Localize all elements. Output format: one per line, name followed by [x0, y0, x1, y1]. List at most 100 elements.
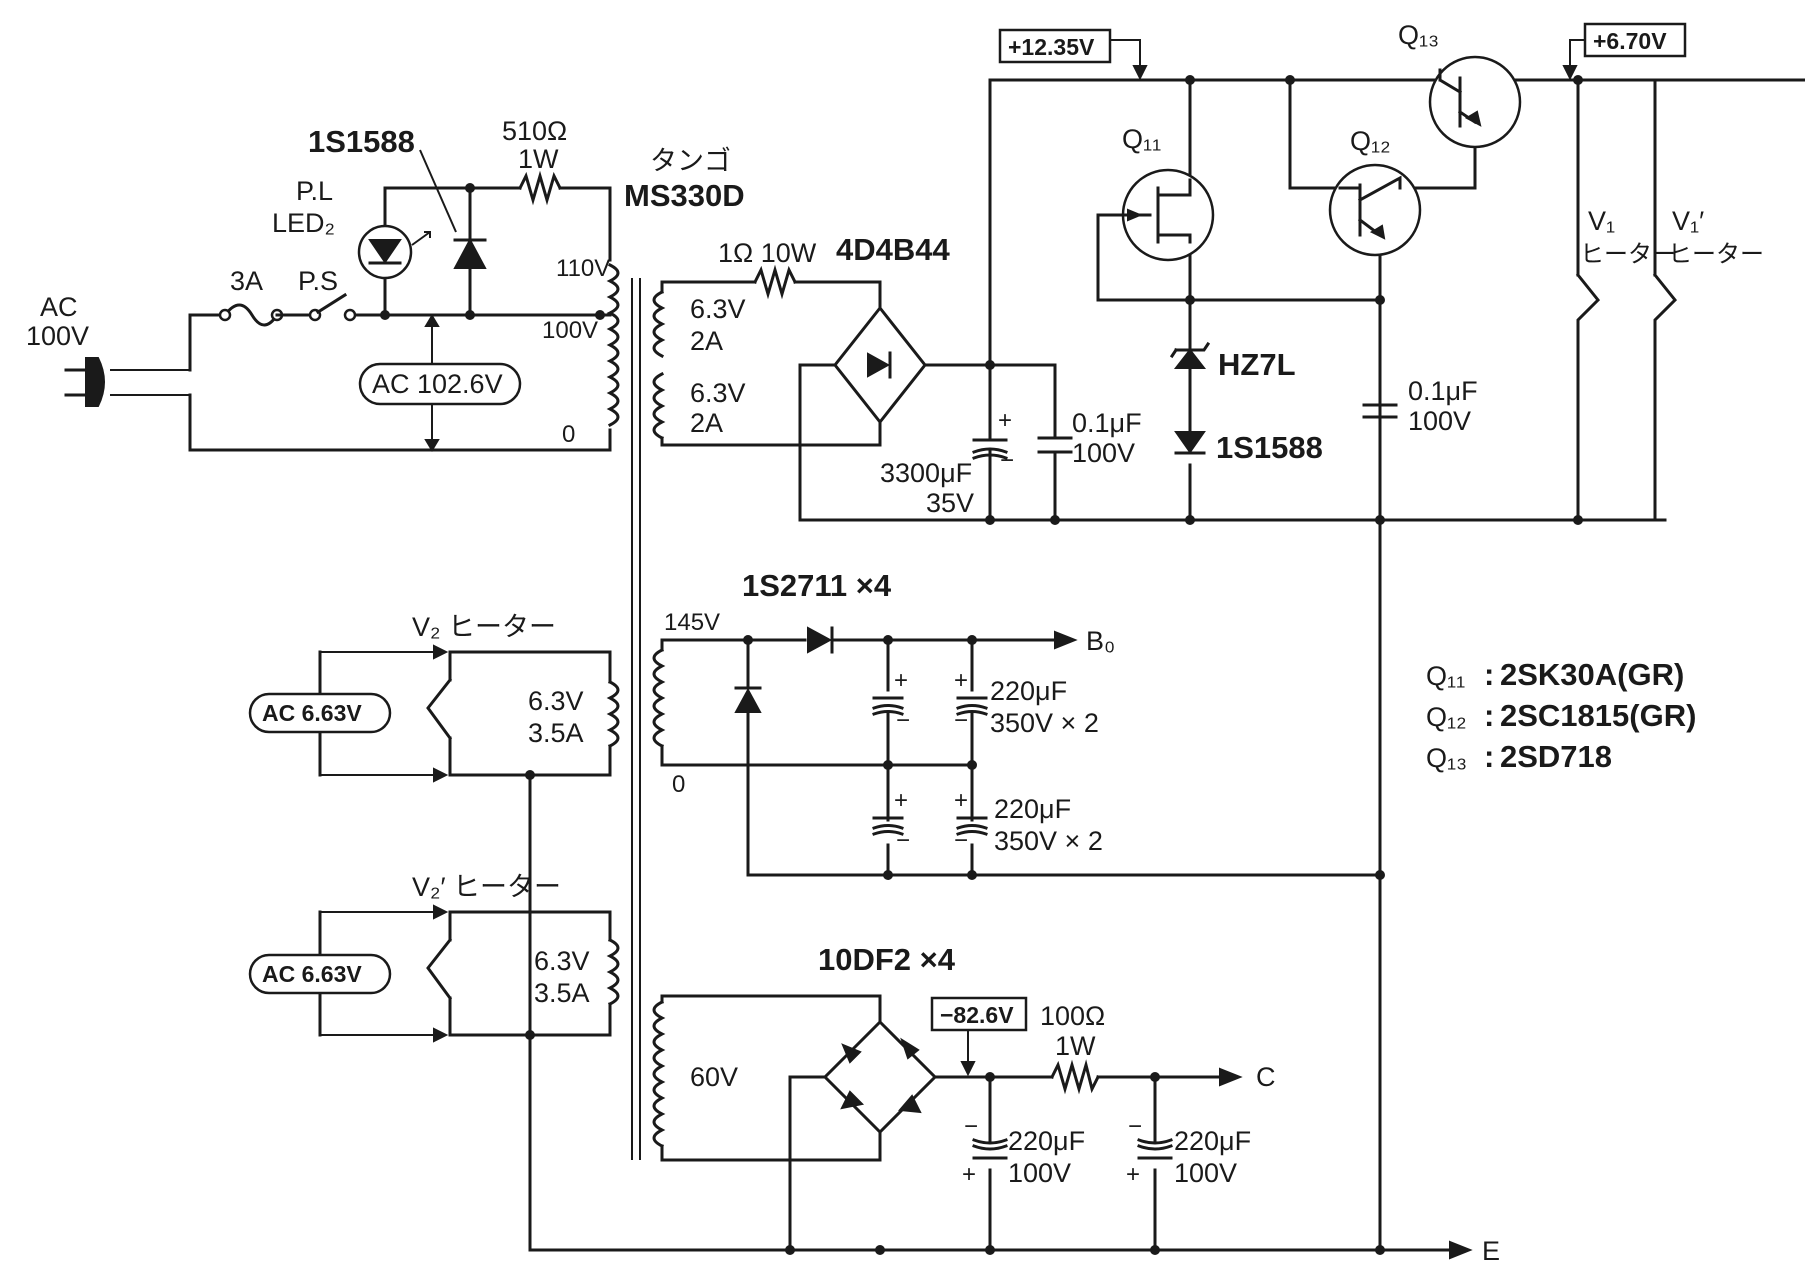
cap-b0-lower-2 [956, 816, 988, 836]
transformer-secondary-a [652, 289, 666, 441]
v2-heater-label: V₂ ヒーター [412, 612, 556, 642]
pilot-lamp-label-2: LED₂ [272, 208, 335, 238]
ac-663-a: AC 6.63V [262, 700, 362, 726]
cap-220-100-b-label-2: 100V [1174, 1158, 1237, 1188]
q11-label: Q₁₁ [1122, 124, 1161, 154]
v1p-heater-label-2: ヒーター [1668, 241, 1764, 268]
cap-b0-lower-1 [872, 816, 904, 836]
cap-01-a-label-1: 0.1μF [1072, 408, 1142, 438]
transistor-q13 [1428, 55, 1522, 149]
v-minus-826: −82.6V [940, 1002, 1014, 1028]
diode-1s2711-shunt [734, 686, 762, 713]
v2p-measure-arrows [248, 904, 449, 1043]
cap-220-350-b-label-1: 220μF [994, 794, 1071, 824]
v1p-heater-label-1: V₁′ [1672, 206, 1704, 236]
sec-b2-label-2: 3.5A [534, 978, 590, 1008]
ac-in-label-1: AC [40, 292, 78, 322]
cap-b0-polarity: + [894, 787, 908, 814]
cap-c-polarity: − [964, 1113, 978, 1140]
sec-b1-label-1: 6.3V [528, 686, 584, 716]
cap-b0-polarity: − [954, 827, 968, 854]
heater-output-wiring [1518, 78, 1657, 522]
tap-100-label: 100V [542, 317, 598, 344]
tap-60-label: 60V [690, 1062, 738, 1092]
ac-voltage-measure [358, 314, 522, 452]
ac-plug [64, 357, 190, 407]
sec-b2-label-1: 6.3V [534, 946, 590, 976]
pilot-lamp-label-1: P.L [296, 176, 333, 206]
legend-sep: : [1484, 739, 1494, 774]
cap-220-100-a-label-1: 220μF [1008, 1126, 1085, 1156]
fet-q11 [1118, 168, 1215, 262]
v1-heater-label-2: ヒーター [1580, 241, 1676, 268]
cap-01-b-label-1: 0.1μF [1408, 376, 1478, 406]
cap-01-a-label-2: 100V [1072, 438, 1135, 468]
resistor-1ohm [752, 264, 798, 300]
diode-1s2711-series [807, 626, 834, 654]
b0-output-arrow [1053, 630, 1078, 650]
callout-1235 [998, 28, 1148, 81]
cap-c-1 [972, 1138, 1008, 1160]
resistor-510-label-1: 510Ω [502, 116, 567, 146]
transistor-q12 [1328, 163, 1422, 257]
transformer-maker: タンゴ [650, 146, 731, 176]
cap-b0-polarity: − [896, 707, 910, 734]
led-diode-label: 1S1588 [308, 124, 415, 159]
sec-a2-label-1: 6.3V [690, 378, 746, 408]
transformer-core [631, 278, 641, 1160]
transformer-secondary-v2 [606, 679, 620, 749]
out-b0: B₀ [1086, 626, 1115, 656]
tap-145-label: 145V [664, 609, 720, 636]
bridge-rectifier-10df2 [822, 1019, 938, 1135]
ac-measured-label: AC 102.6V [372, 369, 503, 399]
cap-c-polarity: + [1126, 1161, 1140, 1188]
legend-ref: Q₁₂ [1426, 702, 1467, 732]
resistor-100-label-1: 100Ω [1040, 1001, 1105, 1031]
transformer-secondary-b0 [652, 647, 666, 749]
legend-sep: : [1484, 698, 1494, 733]
cap-01uf-b [1362, 391, 1398, 522]
v-plus-670: +6.70V [1593, 28, 1667, 54]
diodes-1s2711-label: 1S2711 ×4 [742, 568, 892, 603]
resistor-1ohm-label: 1Ω 10W [718, 238, 817, 268]
legend-part: 2SD718 [1500, 739, 1612, 774]
tap-0b-label: 0 [672, 771, 685, 798]
diode-1s1588-led [419, 149, 487, 317]
b0-wiring [660, 638, 1382, 877]
cap-01uf-a [1037, 418, 1073, 472]
tap-110-label: 110V [556, 255, 610, 282]
legend-part: 2SK30A(GR) [1500, 657, 1684, 692]
fuse-3a [218, 303, 284, 327]
out-e: E [1482, 1236, 1500, 1266]
transistor-legend: Q₁₁ : 2SK30A(GR) Q₁₂ : 2SC1815(GR) Q₁₃ :… [1426, 657, 1696, 774]
c-output-arrow [1219, 1067, 1243, 1087]
cap-c-polarity: − [1128, 1113, 1142, 1140]
zener-hz7l [1169, 341, 1211, 432]
transformer-secondary-c [652, 999, 666, 1149]
cap-3300-label-2: 35V [926, 488, 974, 518]
legend-ref: Q₁₃ [1426, 743, 1467, 773]
heater-v1p-symbol [1652, 272, 1678, 347]
bridge-rectifier-4d4b44 [833, 305, 927, 425]
cap-minus: − [1000, 447, 1014, 474]
cap-220-350-a-label-2: 350V × 2 [990, 708, 1099, 738]
cap-220-350-a-label-1: 220μF [990, 676, 1067, 706]
pilot-led [357, 186, 431, 317]
sec-a1-label-1: 6.3V [690, 294, 746, 324]
cap-c-polarity: + [962, 1161, 976, 1188]
resistor-100 [1049, 1059, 1101, 1095]
v-plus-1235: +12.35V [1008, 34, 1095, 60]
power-switch-label: P.S [298, 266, 338, 296]
heater-v1-symbol [1575, 272, 1601, 347]
heater-dc-wiring [660, 78, 1805, 522]
tap-0-label: 0 [562, 421, 575, 448]
transformer-primary [595, 262, 620, 428]
callout-670 [1562, 22, 1687, 81]
resistor-510 [517, 170, 563, 206]
cap-c-2 [1137, 1138, 1173, 1160]
cap-3300uf [972, 418, 1008, 472]
zener-label: HZ7L [1218, 347, 1296, 382]
cap-01-b-label-2: 100V [1408, 406, 1471, 436]
cap-220-100-b-label-1: 220μF [1174, 1126, 1251, 1156]
